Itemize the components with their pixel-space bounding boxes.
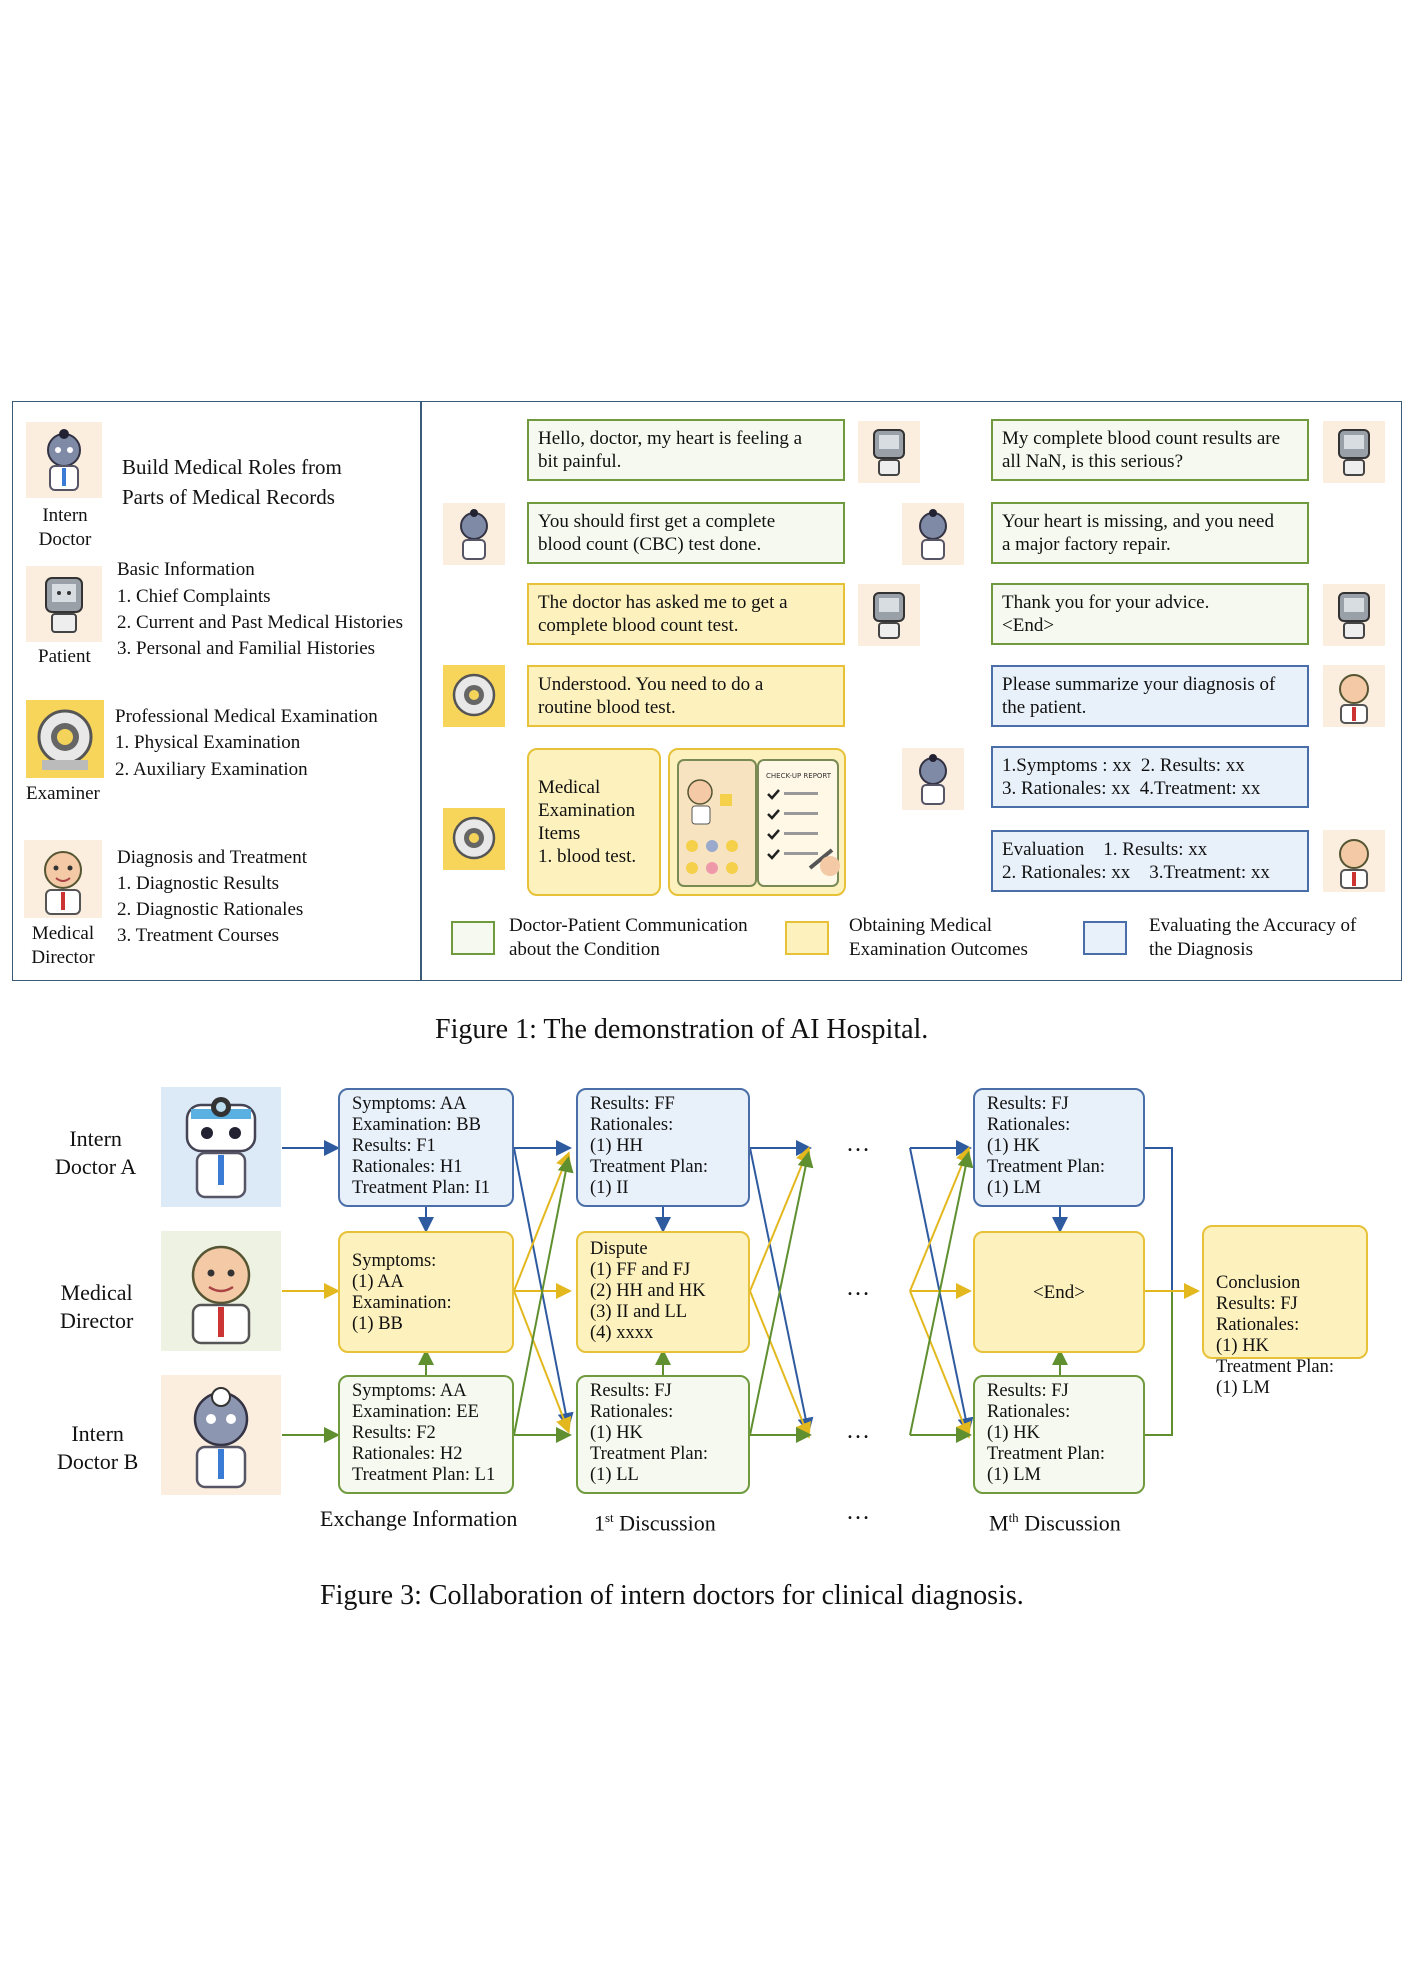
diagnosis-title: Diagnosis and Treatment <box>117 847 307 868</box>
discussion1-intern-b: Results: FJ Rationales: (1) HK Treatment… <box>576 1375 750 1494</box>
row-label-intern-doctor-b: Intern Doctor B <box>57 1421 139 1474</box>
conclusion-box: Conclusion Results: FJ Rationales: (1) H… <box>1202 1225 1368 1398</box>
examiner-icon <box>26 700 104 778</box>
diagnosis-item: 1. Diagnostic Results <box>117 873 280 894</box>
exchange-intern-a: Symptoms: AA Examination: BB Results: F1… <box>338 1088 514 1207</box>
col-label-discussion1-number: 1 <box>594 1510 605 1536</box>
intern-doctor-icon <box>902 503 964 565</box>
col-label-discussion1-text: Discussion <box>613 1510 716 1536</box>
basic-info-item: 2. Current and Past Medical Histories <box>117 612 404 633</box>
ellipsis: … <box>846 1418 870 1444</box>
checkup-report-image: CHECK-UP REPORT <box>668 748 846 896</box>
intern-doctor-a-icon <box>161 1087 281 1207</box>
legend-label-evaluation: Evaluating the Accuracy of the Diagnosis <box>1149 915 1357 960</box>
basic-info-item: 1. Chief Complaints <box>117 586 271 607</box>
discussionM-intern-b: Results: FJ Rationales: (1) HK Treatment… <box>973 1375 1145 1494</box>
ellipsis: … <box>846 1499 870 1525</box>
role-label-examiner: Examiner <box>26 783 100 804</box>
medical-director-icon <box>24 840 102 918</box>
col-label-discussion1-sup: st <box>605 1510 614 1525</box>
dialogue-director-1: Please summarize your diagnosis of the p… <box>991 665 1309 727</box>
row-label-intern-doctor-a: Intern Doctor A <box>55 1126 137 1179</box>
ellipsis: … <box>846 1275 870 1301</box>
legend-label-communication: Doctor-Patient Communication about the C… <box>509 915 748 960</box>
diagnosis-item: 2. Diagnostic Rationales <box>117 899 304 920</box>
discussion1-dispute: Dispute (1) FF and FJ (2) HH and HK (3) … <box>576 1231 750 1353</box>
exchange-intern-b: Symptoms: AA Examination: EE Results: F2… <box>338 1375 514 1494</box>
role-label-intern-doctor: Intern Doctor <box>38 505 92 550</box>
basic-info-item: 3. Personal and Familial Histories <box>117 638 376 659</box>
patient-icon <box>1323 421 1385 483</box>
medical-director-icon <box>1323 665 1385 727</box>
medical-director-icon <box>161 1231 281 1351</box>
dialogue-patient-3: My complete blood count results are all … <box>991 419 1309 481</box>
report-label: CHECK-UP REPORT <box>766 772 832 780</box>
col-label-exchange: Exchange Information <box>320 1506 518 1531</box>
examiner-icon <box>443 665 505 727</box>
legend-swatch-yellow <box>785 921 829 955</box>
exam-item: 1. Physical Examination <box>115 732 301 753</box>
examiner-icon <box>443 808 505 870</box>
figure1-divider <box>420 401 422 981</box>
ellipsis: … <box>846 1131 870 1157</box>
exam-title: Professional Medical Examination <box>115 706 378 727</box>
diagnosis-item: 3. Treatment Courses <box>117 925 280 946</box>
legend-swatch-blue <box>1083 921 1127 955</box>
dialogue-doctor-2: Your heart is missing, and you need a ma… <box>991 502 1309 564</box>
patient-icon <box>1323 584 1385 646</box>
exam-items-box: Medical Examination Items 1. blood test. <box>527 748 661 896</box>
discussionM-end: <End> <box>973 1231 1145 1353</box>
intern-doctor-icon <box>902 748 964 810</box>
basic-info-title: Basic Information <box>117 559 255 580</box>
row-label-medical-director: Medical Director <box>60 1280 134 1333</box>
intern-doctor-icon <box>26 422 102 498</box>
exchange-director: Symptoms: (1) AA Examination: (1) BB <box>338 1231 514 1353</box>
dialogue-director-evaluation: Evaluation 1. Results: xx 2. Rationales:… <box>991 830 1309 892</box>
dialogue-patient-2: The doctor has asked me to get a complet… <box>527 583 845 645</box>
intern-doctor-icon <box>443 503 505 565</box>
conclusion-text: Conclusion Results: FJ Rationales: (1) H… <box>1216 1273 1335 1398</box>
col-label-discussionM-letter: M <box>989 1510 1009 1536</box>
dialogue-patient-1: Hello, doctor, my heart is feeling a bit… <box>527 419 845 481</box>
dialogue-examiner-1: Understood. You need to do a routine blo… <box>527 665 845 727</box>
dialogue-patient-4: Thank you for your advice. <End> <box>991 583 1309 645</box>
figure3-caption: Figure 3: Collaboration of intern doctor… <box>320 1580 1024 1611</box>
exam-item: 2. Auxiliary Examination <box>115 759 308 780</box>
medical-director-icon <box>1323 830 1385 892</box>
col-label-discussion1: 1st Discussion <box>594 1506 716 1535</box>
patient-icon <box>26 566 102 642</box>
patient-icon <box>858 421 920 483</box>
intern-doctor-b-icon <box>161 1375 281 1495</box>
discussion1-intern-a: Results: FF Rationales: (1) HH Treatment… <box>576 1088 750 1207</box>
role-label-patient: Patient <box>38 646 91 667</box>
role-label-medical-director: Medical Director <box>31 923 95 968</box>
dialogue-doctor-diagnosis: 1.Symptoms : xx 2. Results: xx 3. Ration… <box>991 746 1309 808</box>
col-label-discussionM: Mth Discussion <box>989 1506 1121 1535</box>
legend-swatch-green <box>451 921 495 955</box>
legend-label-examination: Obtaining Medical Examination Outcomes <box>849 915 1028 960</box>
figure1-frame <box>12 401 1402 981</box>
discussionM-intern-a: Results: FJ Rationales: (1) HK Treatment… <box>973 1088 1145 1207</box>
figure1-caption: Figure 1: The demonstration of AI Hospit… <box>435 1014 929 1045</box>
left-panel-heading: Build Medical Roles from Parts of Medica… <box>122 455 342 509</box>
col-label-discussionM-text: Discussion <box>1018 1510 1121 1536</box>
dialogue-doctor-1: You should first get a complete blood co… <box>527 502 845 564</box>
col-label-discussionM-sup: th <box>1008 1510 1019 1525</box>
patient-icon <box>858 584 920 646</box>
